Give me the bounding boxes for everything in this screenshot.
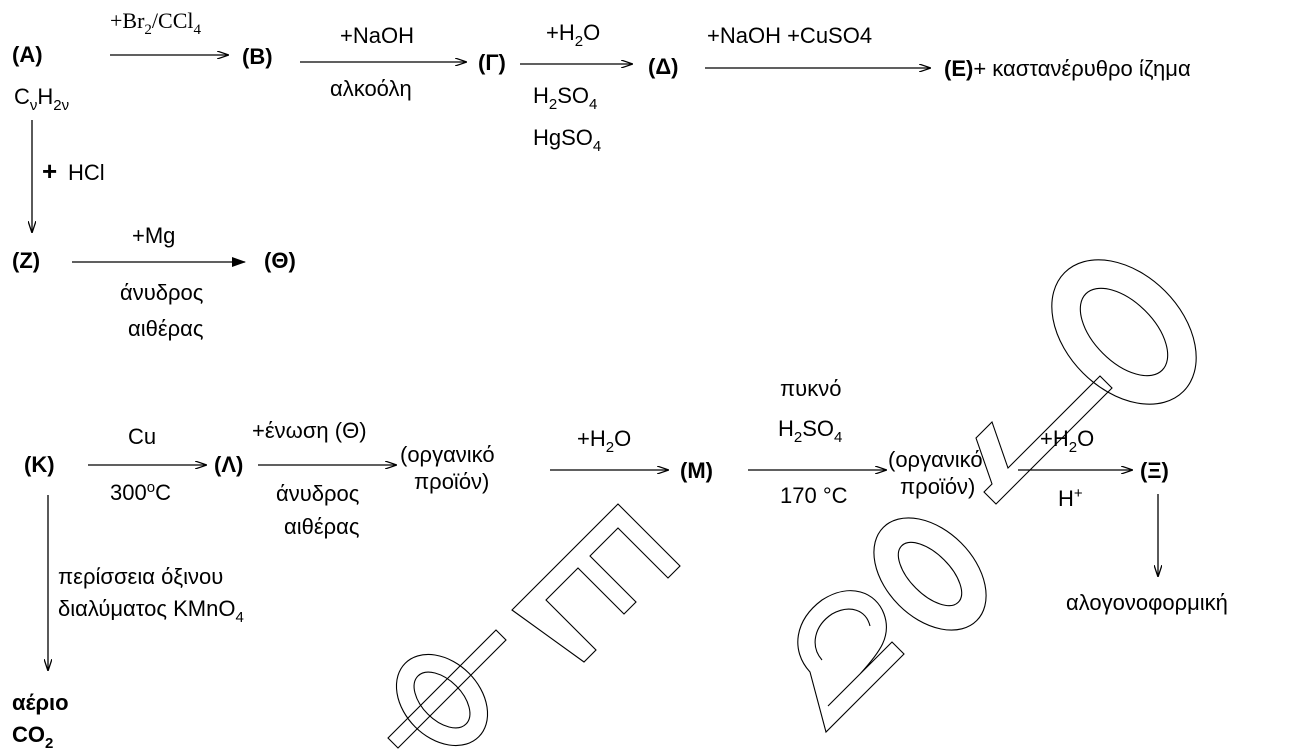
label-g: (Γ): [478, 50, 506, 75]
product-e: (Ε)+ καστανέρυθρο ίζημα: [944, 56, 1191, 81]
cond-dense: πυκνό: [780, 376, 842, 401]
product-organic-2a: (οργανικό: [888, 447, 983, 472]
reagent-naoh: +NaOH: [340, 23, 414, 48]
reagent-naoh-cuso4: +NaOH +CuSO4: [707, 23, 873, 48]
reagent-cu: Cu: [128, 424, 157, 449]
label-b: (B): [242, 44, 273, 69]
plus-sign: +: [42, 156, 58, 186]
formula-cvh2v: CνH2ν: [14, 84, 70, 114]
cond-170c: 170 °C: [780, 483, 848, 508]
reagent-br2-ccl4: +Br2/CCl4: [110, 8, 201, 38]
excess-line-1: περίσσεια όξινου: [58, 564, 224, 589]
reagent-h2o-2: +H2O: [577, 426, 632, 456]
reagent-compound-th: +ένωση (Θ): [252, 418, 367, 443]
cond-300c: 300oC: [110, 479, 171, 505]
gas-label: αέριο: [12, 690, 69, 715]
reagent-hcl: HCl: [68, 160, 105, 185]
watermark-outline: [387, 259, 1197, 749]
cond-anhydrous-2: άνυδρος: [276, 481, 360, 506]
gas-co2: CO2: [12, 722, 54, 752]
watermark-e: [511, 503, 681, 663]
reagent-mg: +Mg: [132, 223, 176, 248]
cond-alcohol: αλκοόλη: [330, 76, 412, 101]
label-m: (Μ): [680, 458, 713, 483]
product-organic-2b: προϊόν): [900, 474, 976, 499]
label-x: (Ξ): [1140, 458, 1169, 483]
watermark-phi-ring: [395, 653, 489, 747]
haloform-reaction: αλογονοφορμική: [1066, 590, 1228, 615]
label-th: (Θ): [264, 248, 296, 273]
watermark-zero-large: [1051, 259, 1197, 405]
cond-h2so4-2: H2SO4: [778, 416, 843, 446]
cond-h-plus: H+: [1058, 485, 1083, 511]
cond-anhydrous: άνυδρος: [120, 280, 204, 305]
product-organic-1a: (οργανικό: [400, 442, 495, 467]
watermark-two: [797, 590, 905, 734]
excess-line-2: διαλύματος KMnO4: [58, 596, 244, 626]
label-d: (Δ): [648, 54, 679, 79]
watermark-zero-small: [873, 517, 987, 631]
label-k: (Κ): [24, 452, 55, 477]
label-l: (Λ): [214, 452, 244, 477]
reagent-h2o-3: +H2O: [1040, 426, 1095, 456]
cond-ether: αιθέρας: [128, 316, 204, 341]
watermark-phi-stem: [387, 629, 507, 749]
product-organic-1b: προϊόν): [414, 469, 490, 494]
cond-h2so4: H2SO4: [533, 83, 598, 113]
reagent-h2o: +H2O: [546, 20, 601, 50]
watermark-one: [975, 375, 1113, 505]
cond-hgso4: HgSO4: [533, 125, 602, 155]
cond-ether-2: αιθέρας: [284, 514, 360, 539]
label-z: (Ζ): [12, 248, 41, 273]
label-a: (A): [12, 42, 43, 67]
